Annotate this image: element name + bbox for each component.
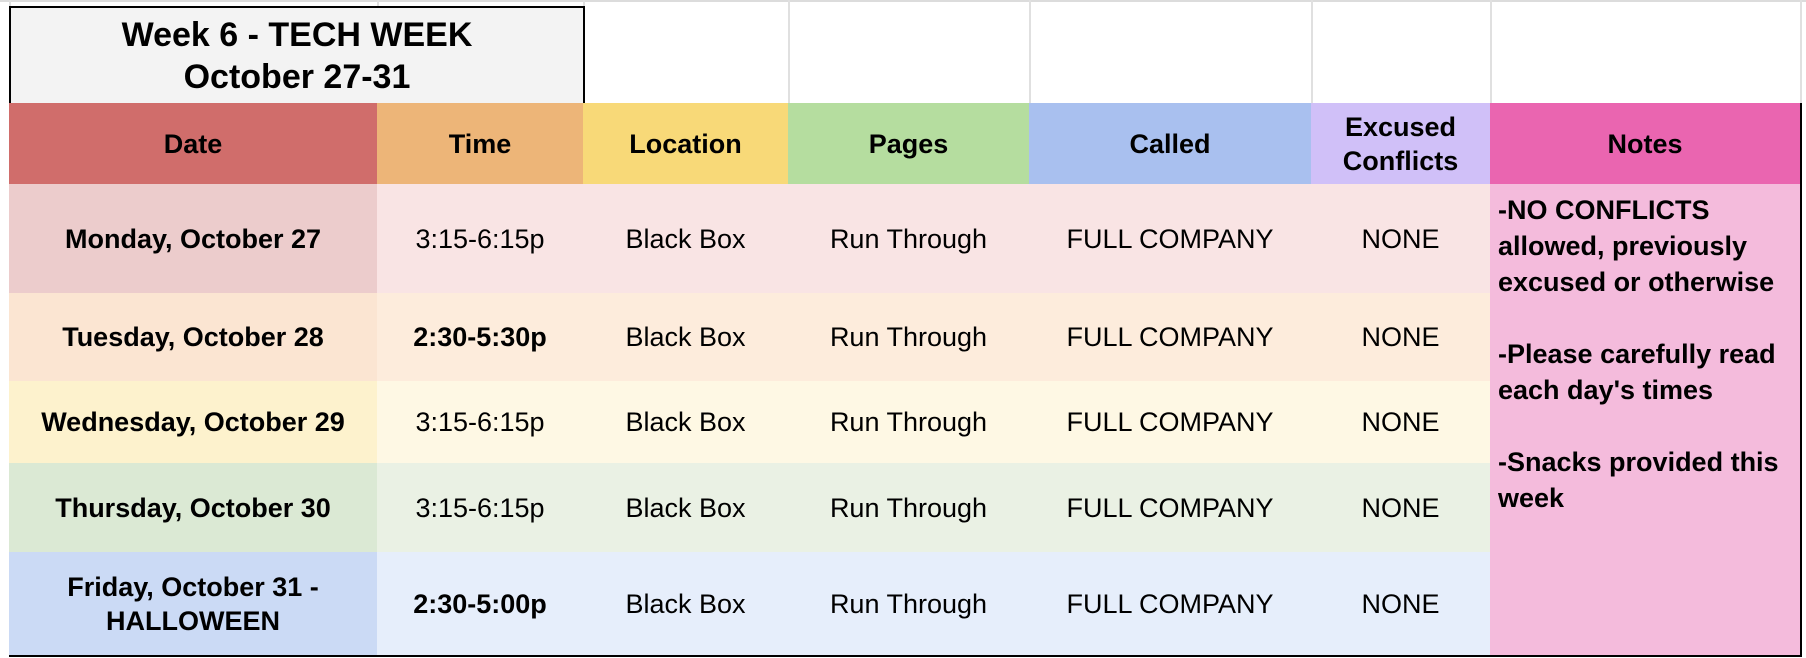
cell-date[interactable]: Tuesday, October 28 bbox=[9, 293, 379, 383]
cell-pages[interactable]: Run Through bbox=[788, 552, 1031, 657]
title-line1: Week 6 - TECH WEEK bbox=[121, 15, 473, 54]
header-called[interactable]: Called bbox=[1029, 103, 1313, 186]
notes-cell[interactable]: -NO CONFLICTS allowed, previously excuse… bbox=[1490, 184, 1802, 657]
cell-date[interactable]: Thursday, October 30 bbox=[9, 463, 379, 554]
cell-date[interactable]: Monday, October 27 bbox=[9, 184, 379, 295]
cell-conflicts[interactable]: NONE bbox=[1311, 463, 1492, 554]
cell-time[interactable]: 3:15-6:15p bbox=[377, 463, 585, 554]
cell-time[interactable]: 3:15-6:15p bbox=[377, 381, 585, 465]
cell-location[interactable]: Black Box bbox=[583, 184, 790, 295]
cell-conflicts[interactable]: NONE bbox=[1311, 381, 1492, 465]
gridline bbox=[1311, 0, 1313, 103]
gridline bbox=[1800, 0, 1802, 103]
cell-called[interactable]: FULL COMPANY bbox=[1029, 463, 1313, 554]
cell-called[interactable]: FULL COMPANY bbox=[1029, 552, 1313, 657]
cell-conflicts[interactable]: NONE bbox=[1311, 184, 1492, 295]
cell-location[interactable]: Black Box bbox=[583, 293, 790, 383]
cell-called[interactable]: FULL COMPANY bbox=[1029, 381, 1313, 465]
header-pages[interactable]: Pages bbox=[788, 103, 1031, 186]
header-excused-conflicts[interactable]: Excused Conflicts bbox=[1311, 103, 1492, 186]
header-time[interactable]: Time bbox=[377, 103, 585, 186]
cell-location[interactable]: Black Box bbox=[583, 381, 790, 465]
header-notes[interactable]: Notes bbox=[1490, 103, 1802, 186]
gridline bbox=[788, 0, 790, 103]
cell-called[interactable]: FULL COMPANY bbox=[1029, 293, 1313, 383]
gridline bbox=[1029, 0, 1031, 103]
title-line2: October 27-31 bbox=[183, 57, 411, 96]
cell-conflicts[interactable]: NONE bbox=[1311, 293, 1492, 383]
cell-location[interactable]: Black Box bbox=[583, 552, 790, 657]
cell-pages[interactable]: Run Through bbox=[788, 293, 1031, 383]
gridline bbox=[1490, 0, 1492, 103]
cell-pages[interactable]: Run Through bbox=[788, 381, 1031, 465]
cell-date[interactable]: Wednesday, October 29 bbox=[9, 381, 379, 465]
cell-location[interactable]: Black Box bbox=[583, 463, 790, 554]
cell-conflicts[interactable]: NONE bbox=[1311, 552, 1492, 657]
cell-time[interactable]: 2:30-5:30p bbox=[377, 293, 585, 383]
header-date[interactable]: Date bbox=[9, 103, 379, 186]
cell-time[interactable]: 2:30-5:00p bbox=[377, 552, 585, 657]
cell-time[interactable]: 3:15-6:15p bbox=[377, 184, 585, 295]
cell-pages[interactable]: Run Through bbox=[788, 463, 1031, 554]
cell-called[interactable]: FULL COMPANY bbox=[1029, 184, 1313, 295]
cell-date[interactable]: Friday, October 31 - HALLOWEEN bbox=[9, 552, 379, 657]
cell-pages[interactable]: Run Through bbox=[788, 184, 1031, 295]
header-location[interactable]: Location bbox=[583, 103, 790, 186]
